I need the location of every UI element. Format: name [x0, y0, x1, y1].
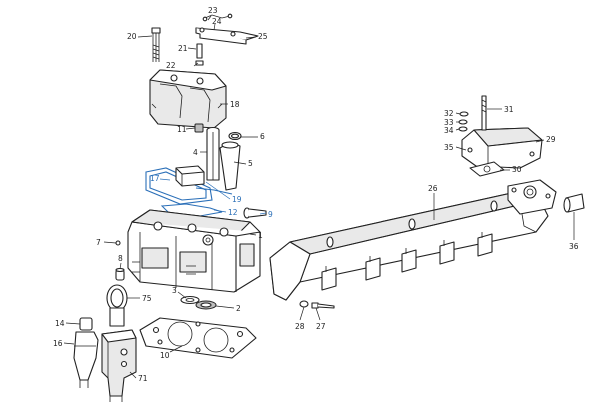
part-6-o-ring — [228, 131, 242, 141]
label-23: 23 — [208, 6, 218, 15]
label-19: 19 — [232, 195, 242, 204]
label-22: 22 — [166, 61, 176, 70]
part-2-seal-ring — [195, 300, 217, 310]
part-14-connector — [79, 317, 93, 331]
part-3-washer — [180, 295, 200, 305]
part-75-clamp — [106, 284, 128, 327]
label-2: 2 — [236, 304, 241, 313]
label-21: 21 — [178, 44, 188, 53]
part-8-sleeve — [115, 267, 125, 281]
label-34: 34 — [444, 126, 454, 135]
label-27: 27 — [316, 322, 326, 331]
label-20: 20 — [127, 32, 137, 41]
part-36-plug — [563, 193, 585, 213]
part-27-bolt — [311, 302, 335, 309]
label-75: 75 — [142, 294, 152, 303]
label-7: 7 — [96, 238, 101, 247]
part-9-screw — [243, 207, 267, 219]
label-1: 1 — [258, 231, 263, 240]
part-20-bolt — [151, 27, 161, 62]
label-36: 36 — [569, 242, 579, 251]
label-18: 18 — [230, 100, 240, 109]
label-71: 71 — [138, 374, 148, 383]
label-3: 3 — [172, 286, 177, 295]
label-35: 35 — [444, 143, 454, 152]
label-33: 33 — [444, 118, 454, 127]
part-17-gasket — [145, 167, 213, 205]
part-29-elbow-cover — [461, 127, 543, 169]
label-26: 26 — [428, 184, 438, 193]
label-25: 25 — [258, 32, 268, 41]
leader-lines — [63, 15, 575, 379]
part-31-stud — [481, 95, 487, 131]
part-10-head-gasket — [139, 317, 257, 359]
part-28-washer — [299, 300, 309, 308]
label-12: 12 — [228, 208, 238, 217]
part-labels: 20 23 24 25 21 22 18 11 6 4 5 17 19 12 9… — [53, 6, 579, 383]
label-24: 24 — [212, 17, 222, 26]
part-32-nut — [459, 111, 469, 117]
part-71-pump-housing — [101, 329, 137, 402]
part-16-injector — [73, 331, 99, 388]
label-8: 8 — [118, 254, 123, 263]
label-5: 5 — [248, 159, 253, 168]
label-6: 6 — [260, 132, 265, 141]
part-19-rocker-block — [175, 165, 233, 195]
label-28: 28 — [295, 322, 305, 331]
part-33-washer — [458, 119, 468, 125]
part-7-pin — [115, 240, 121, 246]
label-16: 16 — [53, 339, 63, 348]
label-32: 32 — [444, 109, 454, 118]
label-10: 10 — [160, 351, 170, 360]
label-31: 31 — [504, 105, 514, 114]
part-34-washer — [458, 126, 468, 132]
part-25-bracket — [195, 13, 259, 45]
label-11: 11 — [177, 125, 187, 134]
label-29: 29 — [546, 135, 556, 144]
label-14: 14 — [55, 319, 65, 328]
part-1-cylinder-head — [127, 209, 261, 293]
label-4: 4 — [193, 148, 198, 157]
part-4-tube — [206, 126, 220, 181]
label-9: 9 — [268, 210, 273, 219]
part-26-exhaust-manifold — [269, 179, 557, 301]
part-18-valve-cover — [149, 69, 227, 129]
label-30: 30 — [512, 165, 522, 174]
part-5-pipe — [219, 141, 241, 191]
label-17: 17 — [150, 174, 160, 183]
part-11-washer — [194, 123, 204, 133]
part-21-stud — [195, 43, 204, 66]
